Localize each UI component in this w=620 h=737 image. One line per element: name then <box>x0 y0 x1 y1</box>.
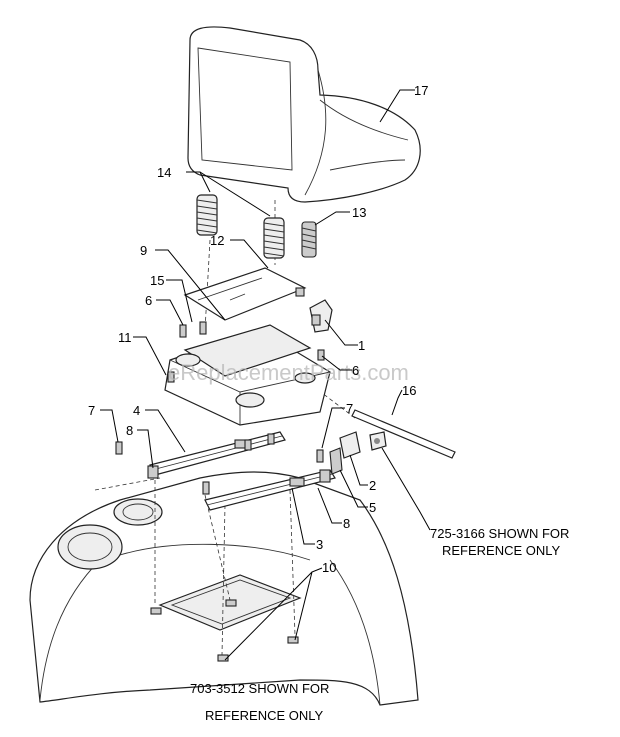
seat-switch <box>329 431 387 475</box>
hood-fastener <box>287 636 299 644</box>
fender-hood <box>29 471 419 706</box>
callout-8-left: 8 <box>126 423 133 438</box>
callout-6-top: 6 <box>145 293 152 308</box>
spring-left <box>196 194 218 236</box>
screw <box>115 441 123 455</box>
hood-reference-line1: 703-3512 SHOWN FOR <box>190 681 329 696</box>
callout-11: 11 <box>118 330 132 345</box>
hood-fastener <box>225 599 237 607</box>
callout-6-right: 6 <box>352 363 359 378</box>
callout-8-right: 8 <box>343 516 350 531</box>
callout-15: 15 <box>150 273 164 288</box>
callout-2: 2 <box>369 478 376 493</box>
slide-rail-right <box>204 469 336 511</box>
hardware <box>115 433 324 495</box>
callout-10: 10 <box>322 560 336 575</box>
switch-bracket <box>309 299 333 333</box>
callout-7-left: 7 <box>88 403 95 418</box>
callout-1: 1 <box>358 338 365 353</box>
seat-plate <box>183 267 307 321</box>
switch-reference-line1: 725-3166 SHOWN FOR <box>430 526 569 541</box>
callout-7-right: 7 <box>346 401 353 416</box>
watermark: eReplacementParts.com <box>168 360 409 385</box>
callout-labels: 17 14 13 12 9 15 6 11 1 6 4 7 8 7 16 2 5… <box>88 83 428 575</box>
reference-notes: 725-3166 SHOWN FOR REFERENCE ONLY 703-35… <box>190 526 569 723</box>
callout-14: 14 <box>157 165 171 180</box>
bolt <box>199 321 207 335</box>
hood-reference-line2: REFERENCE ONLY <box>205 708 324 723</box>
seat-rod <box>351 409 456 459</box>
slide-rail-left <box>147 431 286 479</box>
callout-16: 16 <box>402 383 416 398</box>
cup-holder-left <box>57 524 123 570</box>
springs <box>196 194 317 259</box>
screw <box>267 433 275 445</box>
screw <box>316 449 324 463</box>
screw <box>244 439 252 451</box>
bolt <box>179 324 187 338</box>
hood-fastener <box>217 654 229 662</box>
callout-13: 13 <box>352 205 366 220</box>
callout-12: 12 <box>210 233 224 248</box>
callout-17: 17 <box>414 83 428 98</box>
callout-5: 5 <box>369 500 376 515</box>
switch-reference-line2: REFERENCE ONLY <box>442 543 561 558</box>
seat <box>187 26 421 203</box>
hood-fastener <box>150 607 162 615</box>
leader-lines <box>100 89 431 661</box>
spring-bumper <box>301 221 317 258</box>
callout-4: 4 <box>133 403 140 418</box>
cup-holder-right <box>113 498 163 526</box>
spring-right <box>263 217 285 259</box>
callout-9: 9 <box>140 243 147 258</box>
callout-3: 3 <box>316 537 323 552</box>
screw <box>202 481 210 495</box>
seat-box <box>164 324 331 426</box>
bolt <box>317 349 325 361</box>
